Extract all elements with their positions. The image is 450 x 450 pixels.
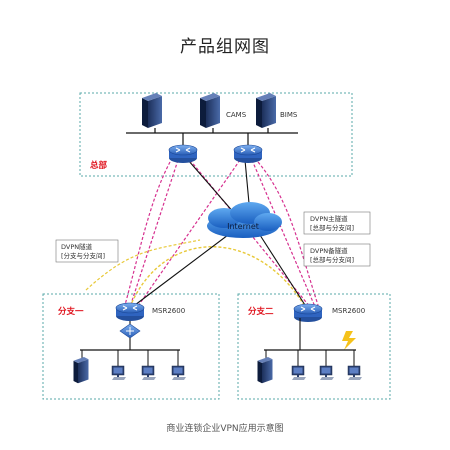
- bims-label: BIMS: [280, 111, 298, 119]
- internet-cloud-icon: [207, 202, 282, 238]
- wireless-link-icon: [342, 331, 356, 350]
- dvpn-branch-line1: DVPN隧道: [61, 242, 93, 251]
- branch1-router-icon: [115, 302, 145, 322]
- hq-label: 总部: [90, 160, 108, 171]
- branch1-pc-icon-3: [171, 365, 187, 381]
- hq-zone: [79, 92, 353, 177]
- branch1-pc-icon-1: [111, 365, 127, 381]
- branch2-zone: [237, 293, 391, 400]
- branch1-router-label: MSR2600: [152, 307, 185, 315]
- cams-server-icon: [200, 93, 220, 128]
- server-icon: [142, 93, 162, 128]
- branch1-zone: [42, 293, 220, 400]
- branch2-pc-icon-2: [319, 365, 335, 381]
- branch1-label: 分支一: [58, 306, 84, 317]
- branch1-server-icon: [73, 357, 89, 384]
- tunnel-lines: [85, 159, 319, 313]
- branch2-router-icon: [293, 303, 323, 323]
- branch2-label: 分支二: [248, 306, 274, 317]
- dvpn-main-line1: DVPN主隧道: [310, 214, 348, 223]
- diagram-caption: 商业连锁企业VPN应用示意图: [166, 422, 283, 434]
- bims-server-icon: [256, 93, 276, 128]
- dvpn-backup-line1: DVPN备隧道: [310, 246, 348, 255]
- branch2-pc-icon-3: [347, 365, 363, 381]
- branch2-pc-icon-1: [291, 365, 307, 381]
- branch2-router-label: MSR2600: [332, 307, 365, 315]
- branch1-switch-icon: [119, 323, 141, 339]
- dvpn-branch-line2: [分支与分支间]: [61, 251, 105, 260]
- dvpn-main-line2: [总部与分支间]: [310, 223, 354, 232]
- hq-router-icon-2: [233, 144, 263, 164]
- branch2-server-icon: [257, 357, 273, 384]
- cams-label: CAMS: [226, 111, 247, 119]
- page-title: 产品组网图: [180, 37, 270, 57]
- branch1-pc-icon-2: [141, 365, 157, 381]
- hq-router-icon-1: [168, 144, 198, 164]
- dvpn-backup-line2: [总部与分支间]: [310, 255, 354, 264]
- internet-label: Internet: [227, 222, 259, 231]
